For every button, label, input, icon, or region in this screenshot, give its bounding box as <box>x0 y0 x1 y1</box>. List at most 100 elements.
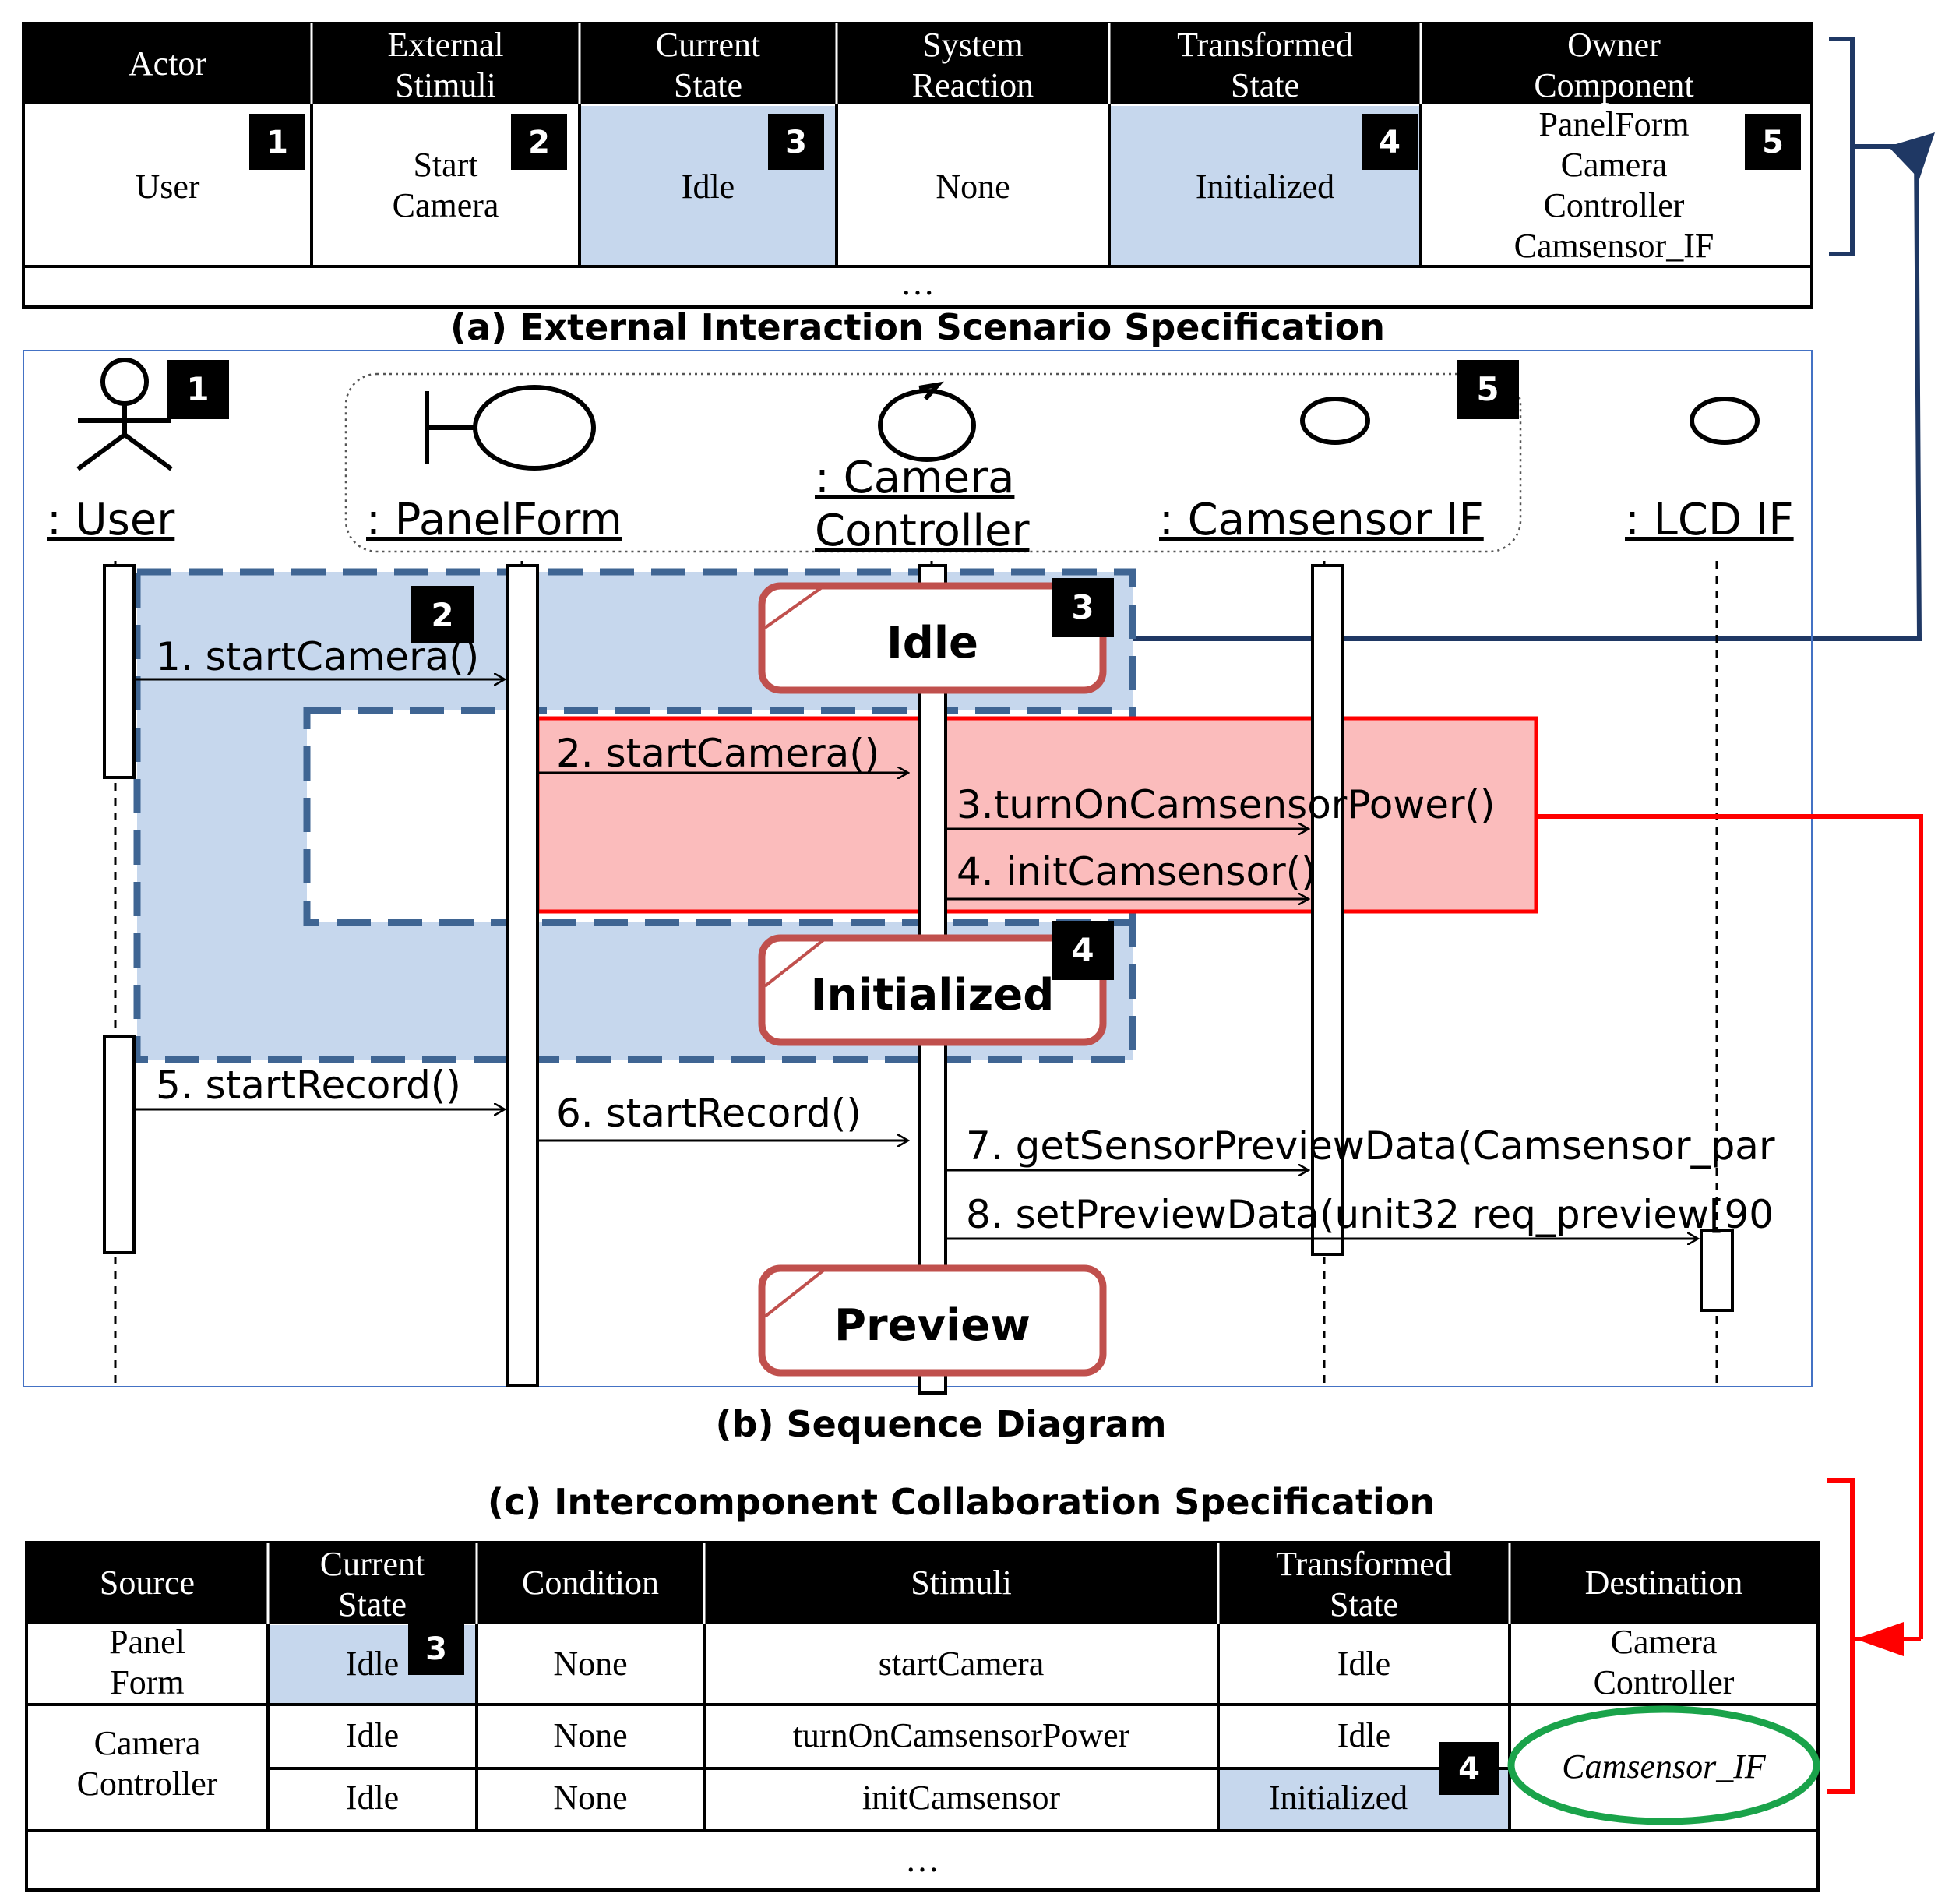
lcd-label: : LCD IF <box>1625 495 1794 545</box>
table-c-marker-3: 3 <box>408 1622 464 1675</box>
message-4-label: 4. initCamsensor() <box>957 849 1316 894</box>
svg-text:4: 4 <box>1071 931 1094 969</box>
table-a-marker-4: 4 <box>1362 114 1418 170</box>
svg-text:Idle: Idle <box>886 618 978 668</box>
diagram-marker-3: 3 <box>1052 578 1114 637</box>
table-a-marker-1: 1 <box>249 114 305 170</box>
sequence-diagram: : User : PanelForm : Camera Controller :… <box>23 350 1813 1445</box>
table-c-header-bg <box>26 1543 1818 1624</box>
camsensor-entity-icon <box>1300 397 1370 445</box>
diagram-marker-2: 2 <box>411 586 474 643</box>
camsensor-label: : Camsensor IF <box>1159 495 1484 545</box>
control-icon <box>878 381 976 462</box>
svg-text:3: 3 <box>425 1631 447 1667</box>
table-c-r2-condition: None <box>553 1716 627 1754</box>
table-c-r2-current-state: Idle <box>346 1716 399 1754</box>
table-a-header-actor: Actor <box>129 44 207 83</box>
message-3-label: 3.turnOnCamsensorPower() <box>957 782 1496 827</box>
svg-text:5: 5 <box>1476 370 1499 408</box>
table-c-caption: (c) Intercomponent Collaboration Specifi… <box>488 1481 1435 1523</box>
svg-text:Preview: Preview <box>834 1300 1031 1351</box>
table-c-header-stimuli: Stimuli <box>911 1564 1012 1602</box>
table-a-cell-system-reaction: None <box>936 167 1010 206</box>
svg-text:Initialized: Initialized <box>811 970 1055 1021</box>
table-c-r1-current-state: Idle <box>346 1645 399 1683</box>
table-c-r3-transformed-state: Initialized <box>1269 1779 1408 1817</box>
table-c-header-destination: Destination <box>1585 1564 1743 1602</box>
table-a-header-bg <box>23 23 1812 104</box>
user-activation-1 <box>103 564 136 779</box>
panelform-activation <box>506 564 539 1387</box>
table-a-marker-2: 2 <box>511 114 567 170</box>
diagram-marker-5: 5 <box>1457 360 1519 419</box>
blue-bracket-connector <box>1126 37 1935 641</box>
table-c-marker-4: 4 <box>1439 1742 1499 1795</box>
panelform-label: : PanelForm <box>366 495 622 545</box>
svg-text:1: 1 <box>186 370 209 408</box>
svg-text:2: 2 <box>431 596 453 634</box>
table-c-r2-stimuli: turnOnCamsensorPower <box>793 1716 1130 1754</box>
table-c-r3-condition: None <box>553 1779 627 1817</box>
table-a-cell-transformed-state: Initialized <box>1196 167 1334 206</box>
table-a-outline <box>22 22 1813 309</box>
table-c-r1-transformed-state: Idle <box>1337 1645 1390 1683</box>
table-a-marker-3: 3 <box>768 114 824 170</box>
controller-label-line1: : Camera <box>815 453 1014 503</box>
svg-text:2: 2 <box>528 125 550 160</box>
svg-text:3: 3 <box>785 125 807 160</box>
state-box-idle: Idle <box>758 582 1107 694</box>
table-a-cell-current-state: Idle <box>682 167 735 206</box>
message-7-label: 7. getSensorPreviewData(Camsensor_par <box>966 1123 1775 1169</box>
message-6-label: 6. startRecord() <box>556 1091 862 1136</box>
table-c-header-source: Source <box>100 1564 195 1602</box>
table-a-cell-actor: User <box>135 167 199 206</box>
svg-text:1: 1 <box>266 125 288 160</box>
user-label: : User <box>47 495 175 545</box>
table-c-ellipsis: … <box>905 1841 939 1879</box>
table-c-r1-stimuli: startCamera <box>879 1645 1045 1683</box>
table-c: (c) Intercomponent Collaboration Specifi… <box>25 1481 1820 1892</box>
table-c-r1-condition: None <box>553 1645 627 1683</box>
diagram-marker-4: 4 <box>1052 921 1114 980</box>
diagram-b-caption: (b) Sequence Diagram <box>716 1403 1167 1445</box>
camsensor-activation <box>1311 564 1344 1256</box>
table-a-marker-5: 5 <box>1745 114 1801 170</box>
owner-component-group <box>344 372 1522 553</box>
diagram-marker-1: 1 <box>167 360 229 419</box>
svg-text:4: 4 <box>1379 125 1401 160</box>
red-bracket-connector <box>1536 814 1923 1794</box>
message-8-label: 8. setPreviewData(unit32 req_preview[90 <box>966 1192 1774 1237</box>
collaboration-region <box>535 716 1538 914</box>
table-c-outline <box>25 1541 1820 1892</box>
user-activation-2 <box>103 1035 136 1254</box>
svg-text:4: 4 <box>1458 1751 1480 1787</box>
lcd-activation <box>1700 1229 1734 1312</box>
table-a-ellipsis: … <box>900 264 935 302</box>
lcd-entity-icon <box>1690 397 1760 445</box>
boundary-icon <box>425 385 596 471</box>
state-box-preview: Preview <box>758 1264 1107 1377</box>
table-c-header-condition: Condition <box>522 1564 659 1602</box>
message-2-label: 2. startCamera() <box>556 731 879 776</box>
table-c-r3-stimuli: initCamsensor <box>862 1779 1061 1817</box>
svg-text:3: 3 <box>1071 588 1094 626</box>
message-5-label: 5. startRecord() <box>156 1063 461 1108</box>
table-c-r2-transformed-state: Idle <box>1337 1716 1390 1754</box>
camsensor-highlight-ellipse <box>1507 1705 1820 1825</box>
table-c-r3-current-state: Idle <box>346 1779 399 1817</box>
svg-text:5: 5 <box>1762 125 1784 160</box>
table-a-caption: (a) External Interaction Scenario Specif… <box>450 306 1385 348</box>
